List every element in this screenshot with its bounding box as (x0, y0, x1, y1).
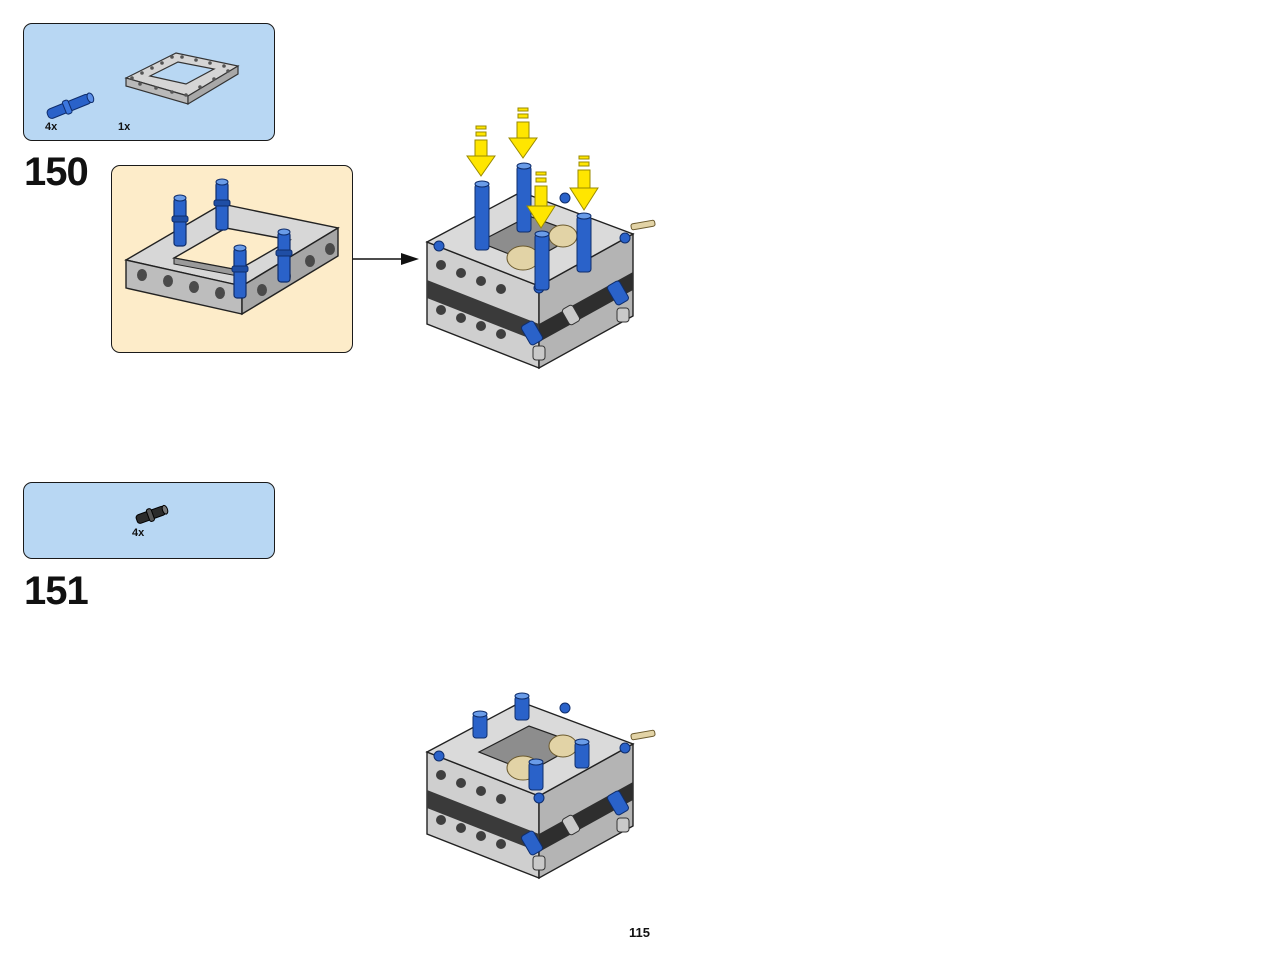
yellow-down-arrow-icon (526, 171, 556, 229)
step-number-150: 150 (24, 150, 89, 194)
parts-list-step-151: 4x (23, 482, 275, 559)
part-qty-frame: 1x (118, 121, 131, 133)
part-qty-black-pin: 4x (132, 527, 145, 539)
gearbox-model-step-151 (425, 692, 656, 880)
subassembly-callout (111, 165, 353, 353)
parts-list-step-150: 4x 1x (23, 23, 275, 141)
step-number-151: 151 (24, 569, 89, 613)
yellow-down-arrow-icon (569, 155, 599, 211)
page-number: 115 (629, 925, 650, 940)
yellow-down-arrow-icon (466, 125, 496, 177)
grey-technic-frame-part-icon (124, 52, 240, 106)
yellow-down-arrow-icon (508, 107, 538, 159)
blue-connector-pin-part-icon (46, 92, 95, 119)
gearbox-model-step-150 (425, 107, 656, 370)
attach-arrow-icon (353, 253, 419, 265)
part-qty-pin: 4x (45, 121, 58, 133)
frame-with-pins-illustration (124, 178, 340, 316)
black-pin-part-icon (135, 504, 169, 524)
